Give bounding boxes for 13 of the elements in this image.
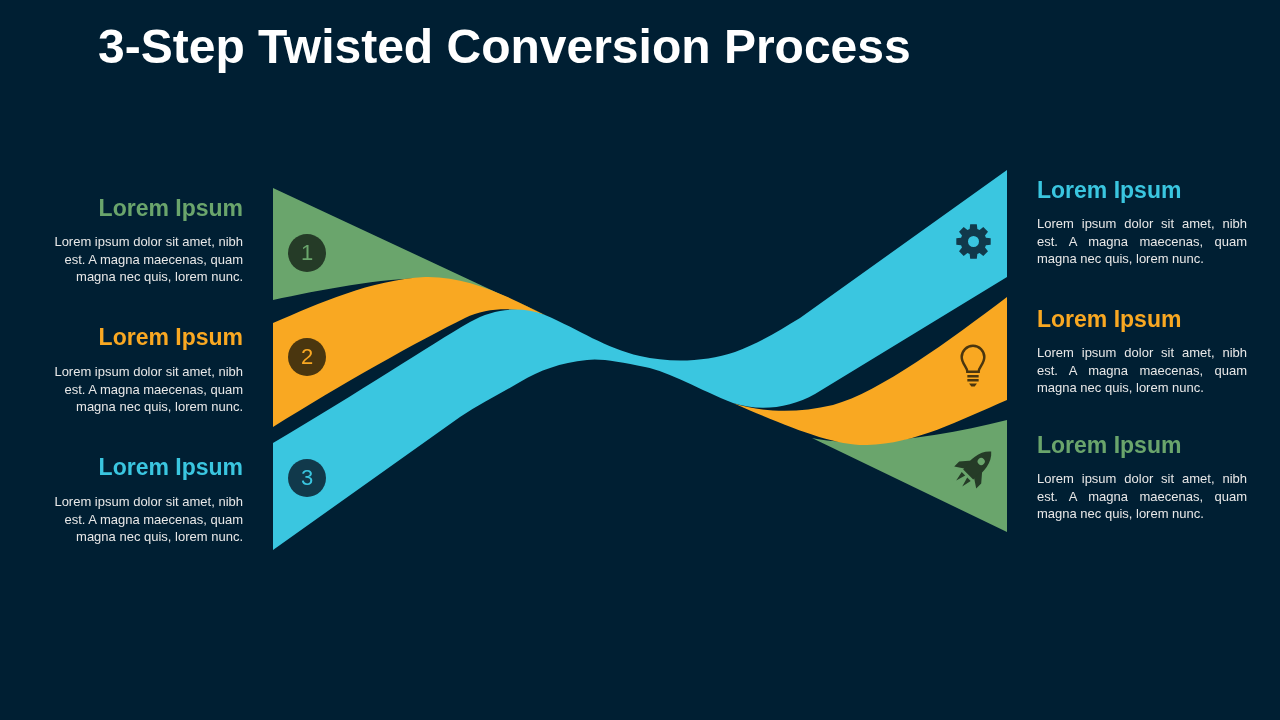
step-heading: Lorem Ipsum bbox=[1037, 431, 1182, 459]
step-description: Lorem ipsum dolor sit amet, nibh est. A magna maecenas, quam magna nec quis, lorem nunc. bbox=[1037, 344, 1247, 397]
step-description: Lorem ipsum dolor sit amet, nibh est. A magna maecenas, quam magna nec quis, lorem nunc. bbox=[53, 493, 243, 546]
step-heading: Lorem Ipsum bbox=[1037, 176, 1182, 204]
step-heading: Lorem Ipsum bbox=[98, 194, 243, 222]
slide-title: 3-Step Twisted Conversion Process bbox=[98, 19, 911, 75]
step-description: Lorem ipsum dolor sit amet, nibh est. A magna maecenas, quam magna nec quis, lorem nunc. bbox=[1037, 470, 1247, 523]
step-heading: Lorem Ipsum bbox=[1037, 305, 1182, 333]
step-heading: Lorem Ipsum bbox=[98, 453, 243, 481]
step-heading: Lorem Ipsum bbox=[98, 323, 243, 351]
step-description: Lorem ipsum dolor sit amet, nibh est. A magna maecenas, quam magna nec quis, lorem nunc. bbox=[1037, 215, 1247, 268]
step-description: Lorem ipsum dolor sit amet, nibh est. A magna maecenas, quam magna nec quis, lorem nunc. bbox=[53, 233, 243, 286]
step-description: Lorem ipsum dolor sit amet, nibh est. A magna maecenas, quam magna nec quis, lorem nunc. bbox=[53, 363, 243, 416]
